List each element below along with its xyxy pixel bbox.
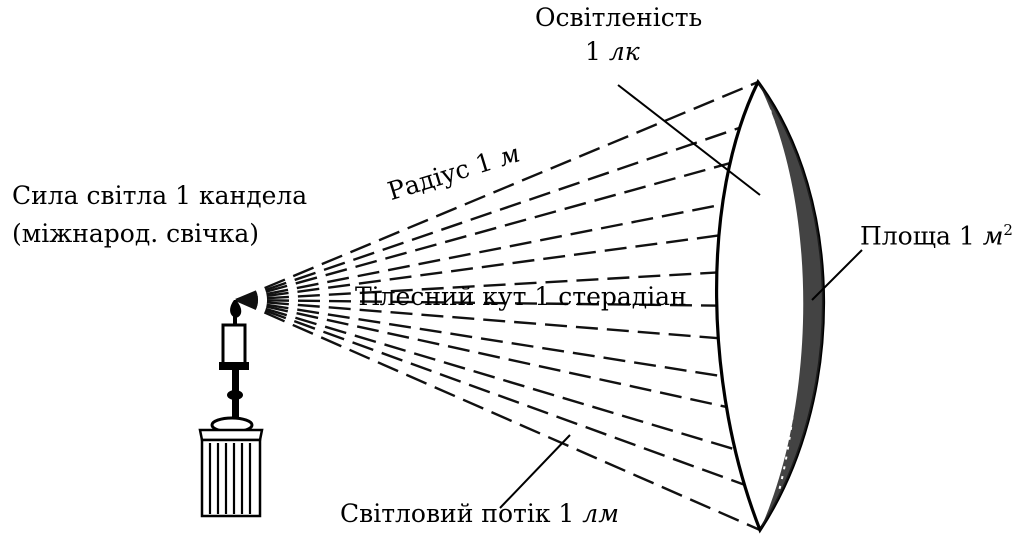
- area-label: Площа 1 м2: [860, 221, 1013, 251]
- sphere-surface-patch: [715, 78, 826, 534]
- light-ray: [235, 298, 756, 457]
- surface-patch-shading: [758, 82, 824, 530]
- illuminance-value: 1: [585, 37, 601, 66]
- light-ray: [235, 155, 754, 302]
- light-ray: [235, 298, 778, 420]
- light-rays: [235, 80, 784, 532]
- flux-unit: лм: [582, 499, 619, 528]
- luminous-intensity-line1: Сила світла 1 кандела: [12, 181, 308, 210]
- illuminance-title-label: Освітленість: [535, 3, 703, 32]
- area-text: Площа 1: [860, 221, 975, 251]
- illuminance-leader: [617, 84, 761, 196]
- leader-lines: [499, 84, 863, 509]
- light-ray: [235, 230, 751, 302]
- light-ray: [235, 118, 765, 302]
- luminous-flux-label: Світловий потік 1 лм: [340, 499, 619, 529]
- flux-text: Світловий потік 1: [340, 499, 575, 528]
- candle-on-stand: [198, 300, 264, 518]
- area-unit: м: [982, 221, 1004, 251]
- stand-base-top: [198, 428, 264, 442]
- illuminance-value-label: 1 лк: [585, 37, 640, 67]
- light-ray: [235, 298, 751, 382]
- candle-wick: [233, 316, 237, 326]
- illuminance-unit: лк: [608, 37, 640, 66]
- luminous-intensity-line2: (міжнарод. свічка): [12, 219, 259, 248]
- candle-flame-icon: [230, 300, 242, 318]
- light-ray: [235, 80, 759, 302]
- candle-holder: [219, 362, 249, 370]
- area-leader: [811, 249, 863, 301]
- light-ray: [235, 298, 750, 308]
- stand-knob: [227, 390, 243, 400]
- stand-base-hatching: [208, 443, 252, 514]
- flux-leader: [499, 434, 571, 509]
- area-power: 2: [1003, 221, 1013, 239]
- solid-angle-label: Тілесний кут 1 стерадіан: [355, 282, 687, 311]
- light-ray: [235, 298, 767, 494]
- light-ray: [235, 298, 761, 532]
- candle-body: [221, 323, 247, 367]
